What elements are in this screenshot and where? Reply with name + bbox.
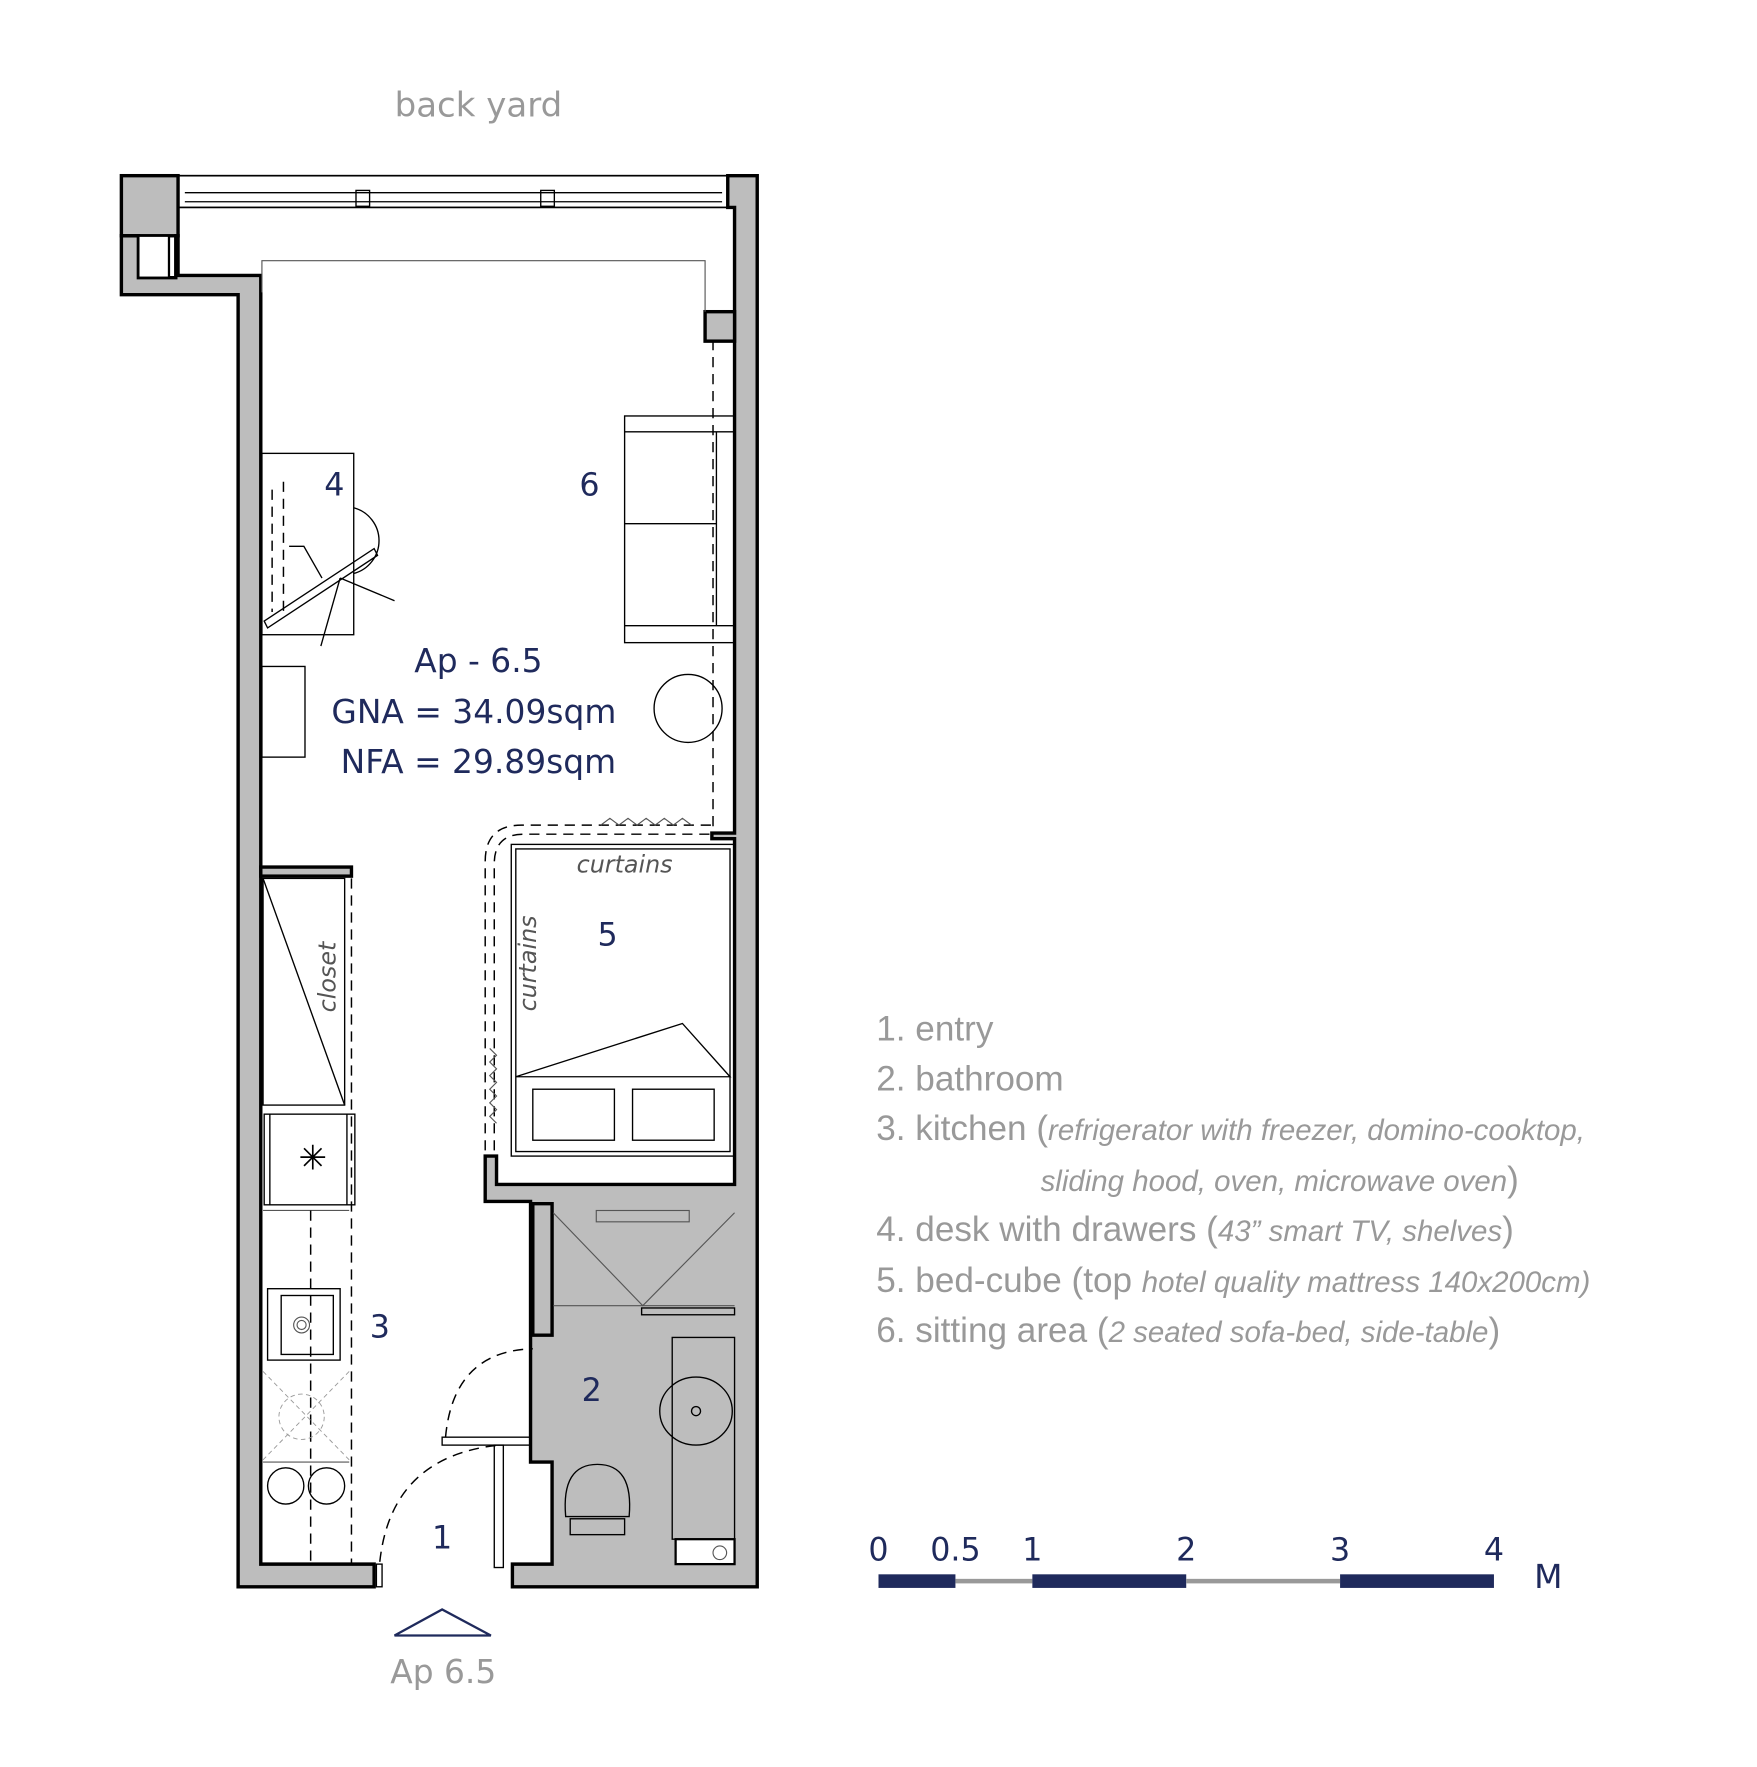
scale-tick-label: 0 [868,1533,888,1569]
scale-tick-label: 3 [1330,1533,1350,1569]
room-number-5: 5 [598,917,618,953]
apartment-title: Ap - 6.5 [414,641,542,680]
nfa-area: NFA = 29.89sqm [341,742,616,781]
side-table [653,673,723,744]
scale-segment [1186,1578,1341,1584]
room-number-6: 6 [579,467,599,503]
scale-tick-label: 4 [1484,1533,1504,1569]
window [177,174,729,209]
legend-item-6: 6. sitting area (2 seated sofa-bed, side… [876,1311,1500,1350]
walls [119,173,759,1589]
legend-item-4: 4. desk with drawers (43” smart TV, shel… [876,1210,1514,1249]
legend-item-2: 2. bathroom [876,1059,1063,1098]
legend-item-5: 5. bed-cube (top hotel quality mattress … [876,1261,1590,1300]
bathroom [375,1209,736,1588]
scale-tick-label: 0.5 [930,1533,980,1569]
kitchen: ✳ [262,877,356,1565]
entrance-label: Ap 6.5 [390,1652,496,1691]
bed-cube [484,817,736,1157]
scale-unit: M [1534,1557,1562,1596]
scale-tick-label: 1 [1022,1533,1042,1569]
scale-segment [1032,1574,1187,1588]
scale-tick-label: 2 [1176,1533,1196,1569]
room-number-3: 3 [370,1309,390,1345]
scale-bar: 0 0.5 1 2 3 4 [868,1533,1504,1588]
legend-item-3-continued: sliding hood, oven, microwave oven) [1041,1160,1519,1199]
scale-segment [1340,1574,1494,1588]
freezer-icon: ✳ [299,1139,328,1179]
desk [261,452,395,758]
gna-area: GNA = 34.09sqm [331,692,616,731]
legend-item-3: 3. kitchen (refrigerator with freezer, d… [876,1109,1585,1148]
sofa-bed [623,415,736,644]
room-number-4: 4 [324,467,344,503]
curtains-label-top: curtains [577,851,673,879]
scale-segment [878,1574,956,1588]
legend: 1. entry 2. bathroom 3. kitchen (refrige… [876,1009,1590,1349]
legend-item-1: 1. entry [876,1009,994,1048]
room-number-1: 1 [432,1520,452,1556]
entrance-arrow-icon [393,1608,492,1637]
room-number-2: 2 [582,1373,602,1409]
scale-segment [955,1578,1033,1584]
back-yard-label: back yard [395,86,563,126]
closet-label: closet [314,940,342,1012]
curtains-label-side: curtains [514,915,542,1011]
